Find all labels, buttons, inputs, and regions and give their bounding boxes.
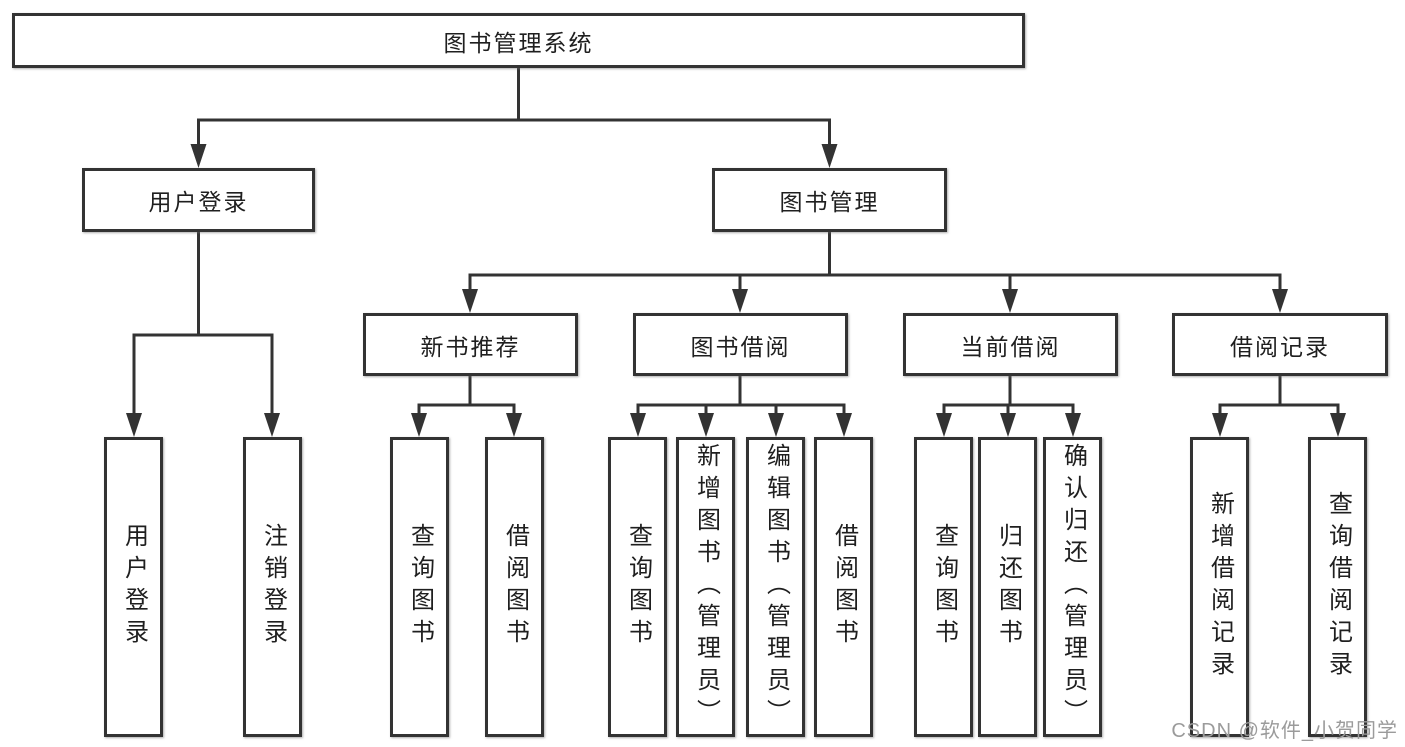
leaf-user-login: 用户登录 xyxy=(104,437,163,737)
node-label: 确认归还（管理员） xyxy=(1059,443,1087,731)
leaf-return-book: 归还图书 xyxy=(978,437,1037,737)
leaf-query-books-recommend: 查询图书 xyxy=(390,437,449,737)
leaf-borrow-books-recommend: 借阅图书 xyxy=(485,437,544,737)
leaf-add-book-admin: 新增图书（管理员） xyxy=(676,437,735,737)
node-label: 归还图书 xyxy=(994,523,1022,651)
node-label: 借阅图书 xyxy=(830,523,858,651)
leaf-confirm-return-admin: 确认归还（管理员） xyxy=(1043,437,1102,737)
node-library-management-system: 图书管理系统 xyxy=(12,13,1025,68)
leaf-query-borrow-record: 查询借阅记录 xyxy=(1308,437,1367,737)
node-label: 新增图书（管理员） xyxy=(692,443,720,731)
leaf-query-books-current: 查询图书 xyxy=(914,437,973,737)
arrow-down-icons xyxy=(126,144,1346,437)
node-label: 新书推荐 xyxy=(420,333,521,360)
node-label: 用户登录 xyxy=(120,523,148,651)
node-current-borrowing: 当前借阅 xyxy=(903,313,1118,376)
node-label: 图书管理系统 xyxy=(443,29,594,56)
node-label: 查询图书 xyxy=(624,523,652,651)
leaf-edit-book-admin: 编辑图书（管理员） xyxy=(746,437,805,737)
node-book-borrowing: 图书借阅 xyxy=(633,313,848,376)
node-label: 当前借阅 xyxy=(960,333,1061,360)
leaf-borrow-books-borrowing: 借阅图书 xyxy=(814,437,873,737)
node-label: 图书借阅 xyxy=(690,333,791,360)
leaf-logout: 注销登录 xyxy=(243,437,302,737)
node-label: 图书管理 xyxy=(779,189,880,215)
csdn-watermark: CSDN @软件_小贺同学 xyxy=(1171,720,1398,742)
node-label: 借阅图书 xyxy=(501,523,529,651)
leaf-query-books-borrowing: 查询图书 xyxy=(608,437,667,737)
node-user-login: 用户登录 xyxy=(82,168,315,232)
node-label: 查询图书 xyxy=(930,523,958,651)
node-book-management: 图书管理 xyxy=(712,168,947,232)
leaf-add-borrow-record: 新增借阅记录 xyxy=(1190,437,1249,737)
node-label: 编辑图书（管理员） xyxy=(762,443,790,731)
node-label: 新增借阅记录 xyxy=(1206,491,1234,683)
node-new-book-recommend: 新书推荐 xyxy=(363,313,578,376)
node-label: 借阅记录 xyxy=(1230,333,1330,360)
node-label: 查询图书 xyxy=(406,523,434,651)
node-borrowing-records: 借阅记录 xyxy=(1172,313,1388,376)
node-label: 注销登录 xyxy=(259,523,287,651)
node-label: 用户登录 xyxy=(148,189,249,215)
node-label: 查询借阅记录 xyxy=(1324,491,1352,683)
